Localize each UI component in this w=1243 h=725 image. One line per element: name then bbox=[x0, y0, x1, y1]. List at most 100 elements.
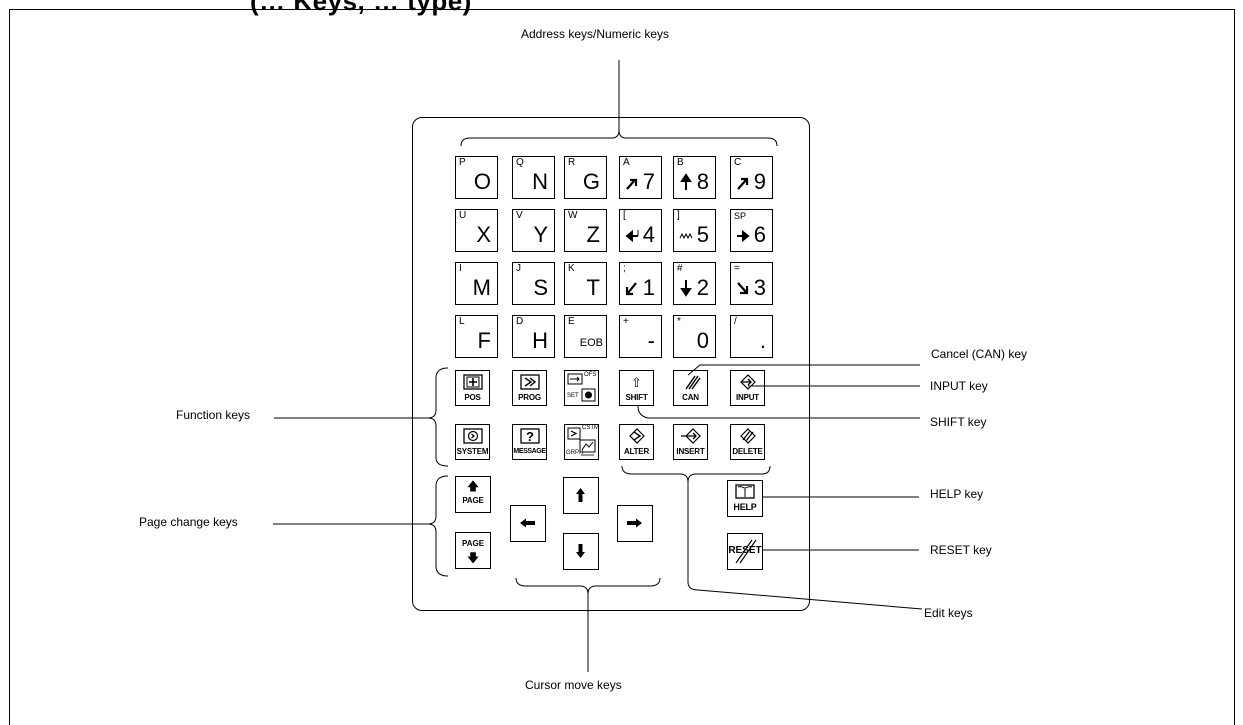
reset-key[interactable]: RESET bbox=[727, 533, 763, 570]
delete-key[interactable]: DELETE bbox=[730, 424, 765, 460]
address-key[interactable]: ]5 bbox=[673, 209, 716, 252]
key-primary-label: 3 bbox=[753, 275, 766, 300]
input-key[interactable]: INPUT bbox=[730, 370, 765, 406]
key-secondary-label: R bbox=[568, 157, 576, 168]
system-icon bbox=[462, 428, 483, 444]
graph-custom-key[interactable]: CSTM GRPH bbox=[564, 424, 599, 460]
offset-key-label: OFS bbox=[584, 372, 597, 378]
prog-key[interactable]: PROG bbox=[512, 370, 547, 406]
key-secondary-label: = bbox=[734, 263, 740, 274]
message-key[interactable]: ? MESSAGE bbox=[512, 424, 547, 460]
offset-setting-key[interactable]: OFS SET bbox=[564, 370, 599, 406]
page-down-key-label: PAGE bbox=[461, 539, 485, 548]
input-key-callout: INPUT key bbox=[930, 379, 988, 393]
page-down-key[interactable]: PAGE 🡇 bbox=[455, 532, 491, 569]
cursor-down-key[interactable] bbox=[563, 533, 599, 570]
address-key[interactable]: E EOB bbox=[564, 315, 607, 358]
address-key[interactable]: =3 bbox=[730, 262, 773, 305]
key-secondary-label: K bbox=[568, 263, 575, 274]
system-key[interactable]: SYSTEM bbox=[455, 424, 490, 460]
key-primary-label: O bbox=[473, 169, 491, 194]
address-key[interactable]: /. bbox=[730, 315, 773, 358]
arrow-left-icon bbox=[625, 229, 639, 243]
address-key[interactable]: *0 bbox=[673, 315, 716, 358]
key-primary-label: N bbox=[532, 169, 548, 194]
cursor-left-key[interactable] bbox=[510, 505, 546, 542]
cancel-key[interactable]: CAN bbox=[673, 370, 708, 406]
key-primary-label: 6 bbox=[753, 222, 766, 247]
key-primary-label: T bbox=[586, 275, 600, 300]
arrow-down-icon bbox=[680, 280, 692, 297]
key-primary-label: 2 bbox=[696, 275, 709, 300]
insert-key[interactable]: INSERT bbox=[673, 424, 708, 460]
arrow-down-right-icon bbox=[737, 282, 749, 295]
arrow-right-icon bbox=[737, 229, 750, 243]
insert-key-label: INSERT bbox=[676, 447, 705, 456]
position-icon bbox=[462, 374, 483, 390]
key-primary-label: X bbox=[476, 222, 491, 247]
key-secondary-label: ] bbox=[677, 210, 680, 221]
key-secondary-label: P bbox=[459, 157, 466, 168]
offset-setting-icon bbox=[567, 373, 596, 402]
key-primary-label: 7 bbox=[642, 169, 655, 194]
alter-icon bbox=[628, 428, 645, 444]
shift-key[interactable]: ⇧ SHIFT bbox=[619, 370, 654, 406]
key-secondary-label: W bbox=[568, 210, 578, 221]
key-primary-label: 8 bbox=[696, 169, 709, 194]
key-secondary-label: Q bbox=[516, 157, 524, 168]
cursor-right-key[interactable] bbox=[617, 505, 653, 542]
cursor-up-key[interactable] bbox=[563, 477, 599, 514]
input-icon bbox=[739, 374, 756, 390]
cursor-move-keys-callout: Cursor move keys bbox=[525, 678, 622, 692]
cursor-right-icon bbox=[627, 518, 642, 528]
input-key-label: INPUT bbox=[735, 393, 759, 402]
arrow-up-left-icon bbox=[626, 178, 638, 190]
key-primary-label: S bbox=[533, 275, 548, 300]
address-key[interactable]: +- bbox=[619, 315, 662, 358]
key-primary-label: 5 bbox=[696, 222, 709, 247]
key-secondary-label: J bbox=[516, 263, 521, 274]
delete-icon bbox=[739, 428, 756, 444]
help-key-callout: HELP key bbox=[930, 487, 984, 501]
address-key[interactable]: #2 bbox=[673, 262, 716, 305]
address-key[interactable]: ;1 bbox=[619, 262, 662, 305]
key-primary-label: 4 bbox=[642, 222, 655, 247]
svg-text:?: ? bbox=[526, 429, 534, 444]
key-secondary-label: * bbox=[677, 316, 681, 327]
page-up-key[interactable]: 🡅 PAGE bbox=[455, 476, 491, 513]
key-secondary-label: A bbox=[623, 157, 630, 168]
key-primary-label: 1 bbox=[642, 275, 655, 300]
key-primary-label: G bbox=[582, 169, 600, 194]
address-key[interactable]: [4 bbox=[619, 209, 662, 252]
key-secondary-label: E bbox=[568, 316, 575, 327]
key-secondary-label: + bbox=[623, 316, 629, 327]
prog-key-label: PROG bbox=[518, 393, 541, 402]
key-secondary-label: C bbox=[734, 157, 742, 168]
help-key[interactable]: HELP bbox=[727, 480, 763, 517]
system-key-label: SYSTEM bbox=[456, 447, 489, 456]
key-secondary-label: I bbox=[459, 263, 462, 274]
key-primary-label: Z bbox=[586, 222, 600, 247]
alter-key[interactable]: ALTER bbox=[619, 424, 654, 460]
page-change-keys-callout: Page change keys bbox=[139, 515, 238, 529]
key-primary-label: 0 bbox=[696, 328, 709, 353]
key-primary-label: 9 bbox=[753, 169, 766, 194]
pos-key[interactable]: POS bbox=[455, 370, 490, 406]
delete-key-label: DELETE bbox=[732, 447, 763, 456]
key-primary-label: EOB bbox=[579, 337, 603, 349]
